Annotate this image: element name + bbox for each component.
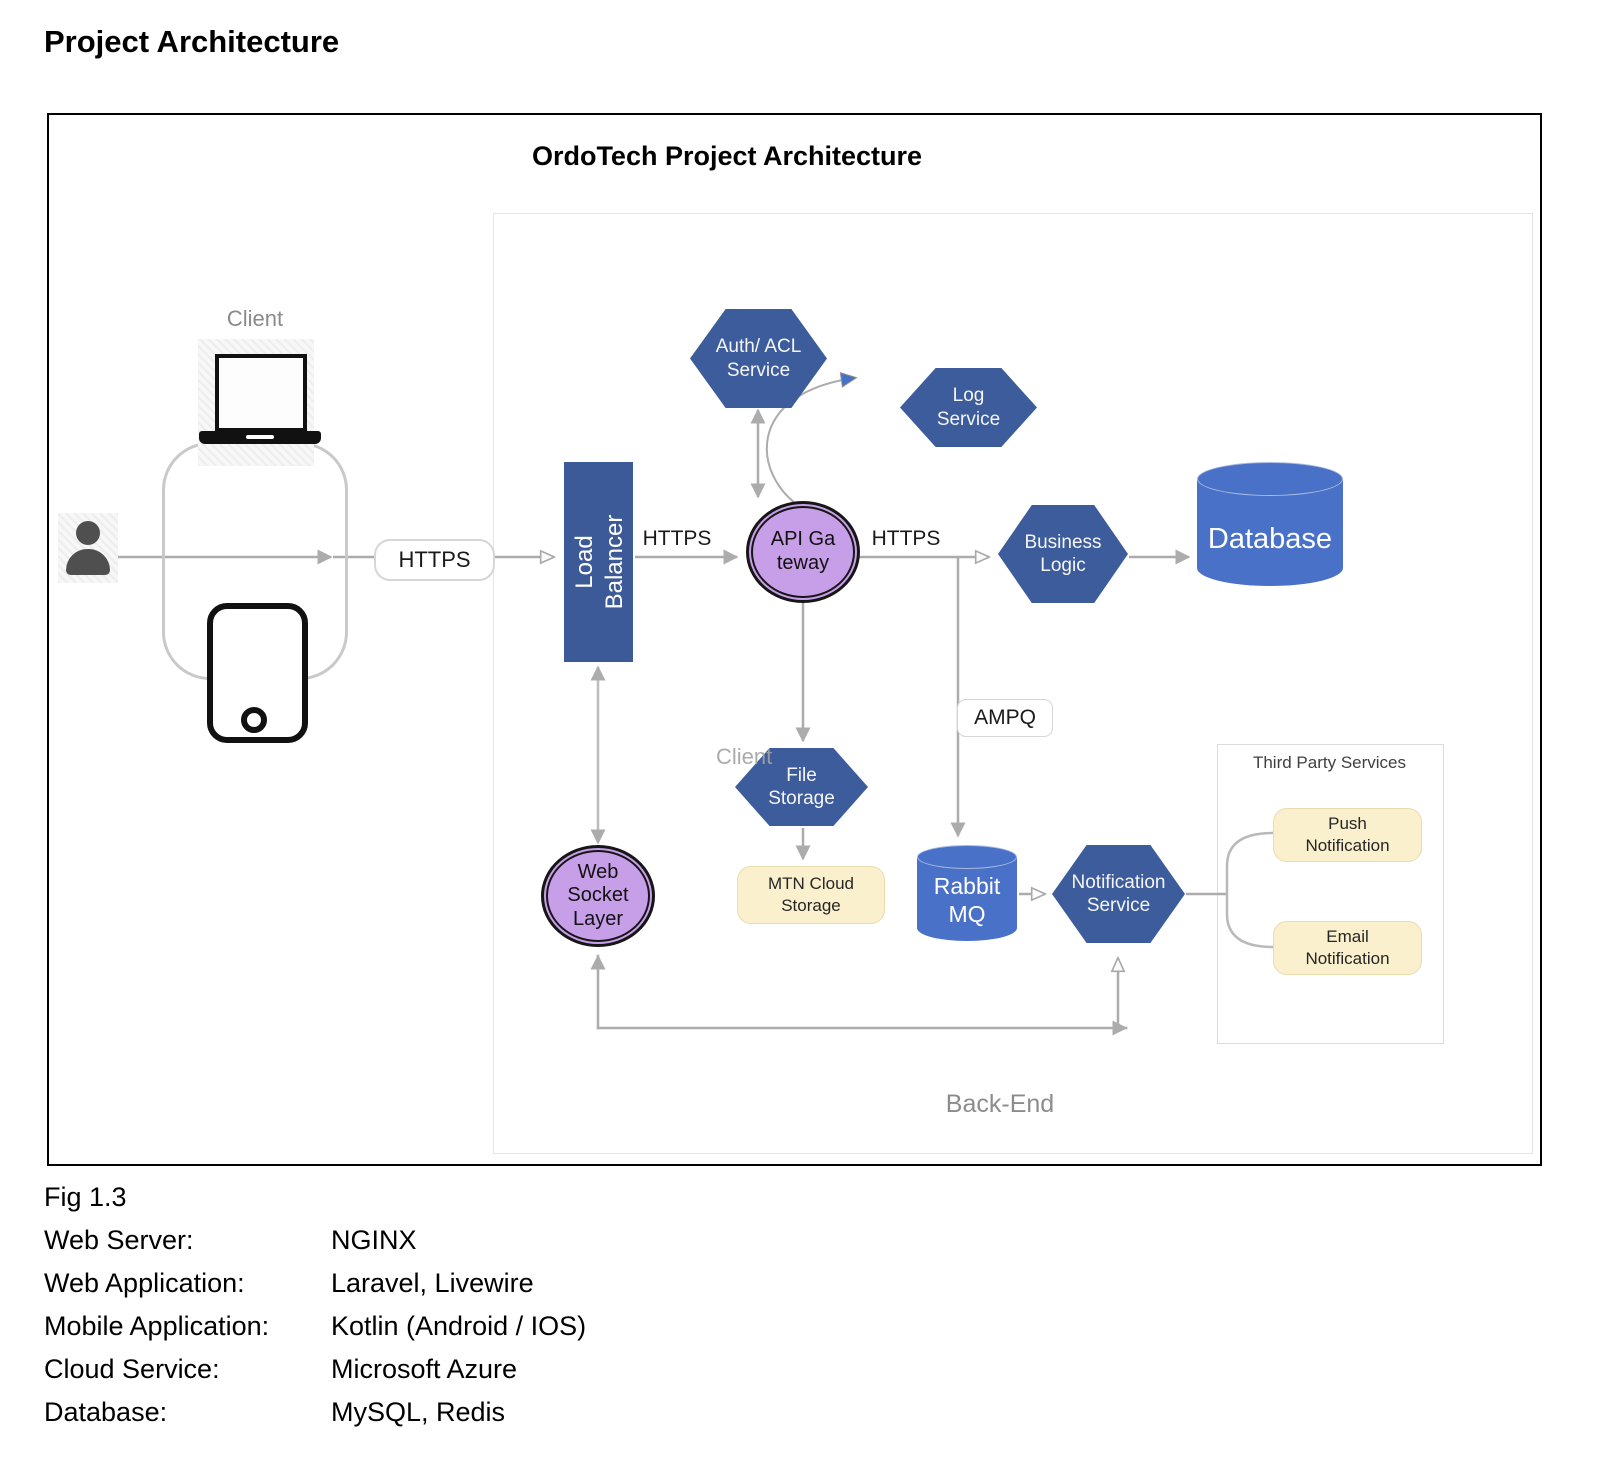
https-label-client: HTTPS (374, 539, 495, 581)
api-gateway-node: API Gateway (746, 501, 860, 603)
laptop-notch (246, 435, 274, 439)
caption-label: Mobile Application: (44, 1311, 270, 1341)
caption-row: Web Application: Laravel, Livewire (44, 1262, 586, 1305)
caption-value: NGINX (331, 1225, 417, 1255)
https-label-lb-gateway: HTTPS (633, 527, 721, 551)
log-service-label: Log Service (936, 385, 1001, 430)
client-label: Client (226, 306, 284, 331)
ampq-label: AMPQ (957, 699, 1053, 737)
caption-value: Kotlin (Android / IOS) (331, 1311, 587, 1341)
caption-row: Web Server: NGINX (44, 1219, 586, 1262)
notification-service-label: Notification Service (1071, 871, 1166, 916)
caption-label: Web Application: (44, 1268, 245, 1298)
caption-label: Database: (44, 1397, 168, 1427)
email-notification-node: Email Notification (1273, 921, 1422, 975)
rabbitmq-cylinder-top (917, 845, 1017, 869)
page-title: Project Architecture (44, 24, 340, 59)
file-storage-label: File Storage (768, 764, 835, 809)
third-party-container (1217, 744, 1444, 1044)
caption-label: Web Server: (44, 1225, 194, 1255)
diagram-title: OrdoTech Project Architecture (531, 141, 923, 171)
caption-value: Microsoft Azure (331, 1354, 518, 1384)
api-gateway-label: API Gateway (770, 528, 836, 574)
database-cylinder-top (1197, 462, 1343, 496)
database-cylinder-body (1197, 479, 1343, 586)
user-icon-head (76, 521, 100, 545)
ghost-client-label: Client (716, 744, 773, 769)
rabbitmq-node: Rabbit MQ (917, 845, 1017, 941)
caption-figure: Fig 1.3 (44, 1182, 127, 1212)
backend-label: Back-End (945, 1090, 1055, 1118)
business-logic-label: Business Logic (1024, 531, 1102, 576)
mtn-cloud-storage-label: MTN Cloud Storage (768, 873, 854, 915)
push-notification-node: Push Notification (1273, 808, 1422, 862)
database-node: Database (1197, 462, 1343, 586)
https-label-gateway-logic: HTTPS (862, 527, 950, 551)
caption-label: Cloud Service: (44, 1354, 220, 1384)
email-notification-label: Email Notification (1305, 926, 1390, 968)
rabbitmq-label: Rabbit MQ (933, 873, 1001, 927)
load-balancer-node: Load Balancer Layer (564, 462, 633, 662)
web-socket-layer-node: Web Socket Layer (541, 845, 655, 947)
caption-value: Laravel, Livewire (331, 1268, 534, 1298)
mtn-cloud-storage-node: MTN Cloud Storage (737, 866, 885, 924)
laptop-icon (215, 354, 307, 432)
caption-row: Mobile Application: Kotlin (Android / IOS… (44, 1305, 586, 1348)
caption-row: Cloud Service: Microsoft Azure (44, 1348, 586, 1391)
caption-value: MySQL, Redis (331, 1397, 506, 1427)
caption-row: Database: MySQL, Redis (44, 1391, 586, 1434)
web-socket-inner-ring (546, 850, 650, 942)
database-label: Database (1207, 522, 1333, 555)
user-icon-body (66, 549, 110, 575)
phone-home-button (241, 707, 267, 733)
web-socket-layer-label: Web Socket Layer (567, 860, 629, 930)
third-party-label: Third Party Services (1252, 753, 1407, 772)
load-balancer-label: Load Balancer Layer (571, 514, 633, 610)
push-notification-label: Push Notification (1305, 813, 1390, 855)
figure-caption: Fig 1.3 Web Server: NGINX Web Application… (44, 1176, 586, 1434)
auth-acl-service-label: Auth/ ACL Service (715, 336, 802, 381)
rabbitmq-cylinder-body (917, 857, 1017, 941)
